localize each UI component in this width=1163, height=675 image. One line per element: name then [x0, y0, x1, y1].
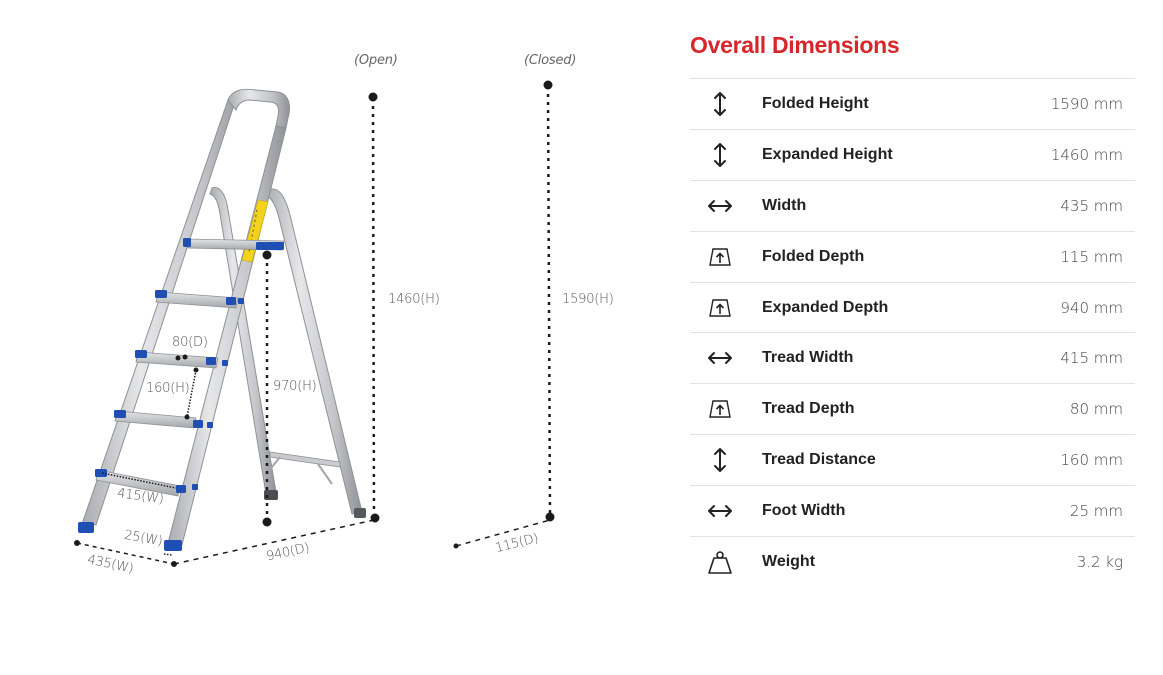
spec-label: Foot Width: [762, 502, 846, 520]
panel-title: Overall Dimensions: [690, 32, 900, 58]
dimensions-panel: Overall Dimensions Folded Height 1590 mm…: [690, 30, 1135, 588]
depth-icon: [690, 242, 750, 272]
rear-legs: [209, 186, 366, 518]
depth-icon: [690, 394, 750, 424]
vertical-arrow-icon: [690, 140, 750, 170]
spec-value: 435 mm: [1060, 196, 1123, 215]
tread-1: [155, 290, 244, 309]
spec-value: 25 mm: [1069, 502, 1123, 521]
spec-value: 415 mm: [1060, 349, 1123, 368]
top-platform: [183, 238, 285, 251]
spec-value: 1460 mm: [1050, 145, 1123, 164]
tread-depth-label: 80(D): [172, 335, 208, 350]
spec-value: 940 mm: [1060, 298, 1123, 317]
spec-row-expanded-depth: Expanded Depth 940 mm: [690, 283, 1135, 334]
spec-row-tread-distance: Tread Distance 160 mm: [690, 435, 1135, 487]
spec-label: Tread Width: [762, 349, 854, 367]
spec-row-tread-depth: Tread Depth 80 mm: [690, 384, 1135, 436]
spec-value: 160 mm: [1060, 451, 1123, 470]
spec-row-folded-height: Folded Height 1590 mm: [690, 79, 1135, 130]
spec-value: 1590 mm: [1050, 94, 1123, 113]
spec-row-expanded-height: Expanded Height 1460 mm: [690, 130, 1135, 181]
ladder-illustration: (Open) (Closed) 1460(H) 1590(H) 970(H) 8…: [74, 53, 614, 577]
depth-icon: [690, 293, 750, 323]
closed-height-label: 1590(H): [562, 292, 614, 307]
vertical-arrow-icon: [690, 89, 750, 119]
dimension-lines: [74, 80, 555, 567]
spec-row-width: Width 435 mm: [690, 181, 1135, 232]
spec-label: Folded Depth: [762, 247, 865, 265]
treads: [78, 290, 244, 551]
spec-row-foot-width: Foot Width 25 mm: [690, 486, 1135, 538]
horizontal-arrow-icon: [690, 496, 750, 526]
spec-row-tread-width: Tread Width 415 mm: [690, 333, 1135, 385]
tread-distance-label: 160(H): [146, 381, 190, 396]
spec-value: 115 mm: [1060, 247, 1123, 266]
open-label: (Open): [354, 53, 398, 68]
spec-label: Tread Distance: [762, 451, 876, 469]
vertical-arrow-icon: [690, 445, 750, 475]
spec-label: Expanded Depth: [762, 298, 889, 316]
spec-value: 80 mm: [1069, 400, 1123, 419]
weight-icon: [690, 547, 750, 577]
ladder-drawing: [74, 80, 555, 567]
spec-value: 3.2 kg: [1076, 553, 1123, 572]
spec-row-weight: Weight 3.2 kg: [690, 537, 1135, 588]
spec-label: Expanded Height: [762, 145, 893, 163]
platform-height-label: 970(H): [273, 379, 317, 394]
horizontal-arrow-icon: [690, 191, 750, 221]
horizontal-arrow-icon: [690, 343, 750, 373]
spec-label: Tread Depth: [762, 400, 855, 418]
tread-3: [114, 410, 213, 429]
closed-label: (Closed): [524, 53, 577, 68]
spec-label: Weight: [762, 553, 816, 571]
spec-label: Folded Height: [762, 94, 869, 112]
spec-label: Width: [762, 196, 807, 214]
open-height-label: 1460(H): [388, 292, 440, 307]
spec-row-folded-depth: Folded Depth 115 mm: [690, 232, 1135, 283]
spec-list: Folded Height 1590 mm Expanded Height 14…: [690, 78, 1135, 588]
